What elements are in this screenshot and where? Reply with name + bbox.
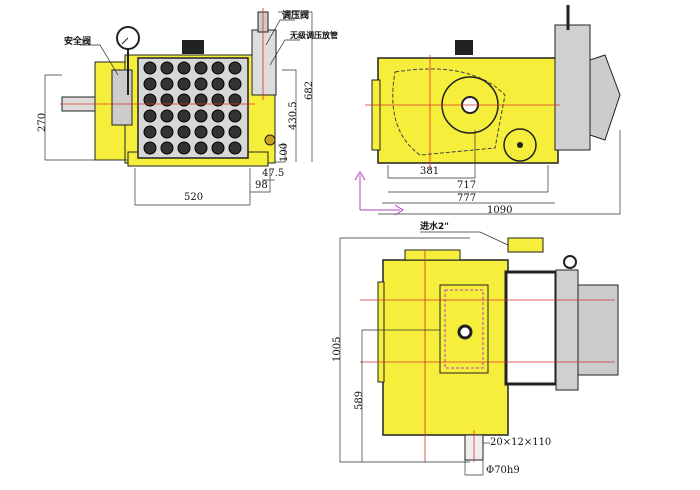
bolt-icon [194,109,208,123]
key-label: 20×12×110 [490,437,552,448]
bolt-icon [143,93,157,107]
bolt-icon [228,93,242,107]
inlet-label: 进水2" [420,222,449,232]
dim-682: 682 [304,80,315,100]
top-cap [182,40,204,54]
end-view [354,5,621,216]
bolt-icon [143,141,157,155]
dim-777: 777 [457,193,477,204]
dim-381: 381 [420,166,440,177]
side-view [44,8,313,206]
dim-717: 717 [457,180,477,191]
dim-1090: 1090 [487,205,513,216]
bolt-icon [160,77,174,91]
dim-589: 589 [354,390,365,410]
bolt-icon [228,141,242,155]
bolt-icon [228,61,242,75]
bolt-icon [160,141,174,155]
pump-head-block [137,57,249,159]
bolt-icon [211,141,225,155]
bolt-icon [177,77,191,91]
dim-100: 100 [279,142,290,162]
dim-270: 270 [37,112,48,132]
bolt-icon [160,125,174,139]
bolt-icon [211,109,225,123]
bolt-icon [177,141,191,155]
axis-arrows [354,171,404,216]
bolt-icon [143,77,157,91]
bolt-icon [228,109,242,123]
bolt-grid [143,61,242,155]
bolt-icon [194,141,208,155]
bolt-icon [177,125,191,139]
bolt-icon [228,77,242,91]
bolt-icon [194,61,208,75]
bolt-icon [143,109,157,123]
safety-valve-label: 安全阀 [64,37,92,47]
pressure-valve-body [251,29,277,96]
bolt-icon [211,125,225,139]
dim-47-5: 47.5 [262,168,285,179]
bolt-icon [177,109,191,123]
bolt-icon [160,61,174,75]
bolt-icon [177,61,191,75]
shaft-label: Φ70h9 [486,465,520,476]
dim-520: 520 [184,192,204,203]
bolt-icon [211,77,225,91]
pressure-valve-label: 调压阀 [282,11,310,21]
bolt-icon [211,93,225,107]
bolt-icon [228,125,242,139]
bolt-icon [211,61,225,75]
dim-98: 98 [255,180,268,191]
bolt-icon [143,61,157,75]
bolt-icon [194,125,208,139]
bolt-icon [177,93,191,107]
bolt-icon [160,93,174,107]
dim-1005: 1005 [332,336,343,362]
top-view [339,231,619,476]
bolt-icon [194,93,208,107]
relief-pipe-label: 无级调压放管 [290,31,338,40]
bolt-icon [160,109,174,123]
dim-430-5: 430.5 [288,101,299,130]
bolt-icon [143,125,157,139]
bolt-icon [194,77,208,91]
